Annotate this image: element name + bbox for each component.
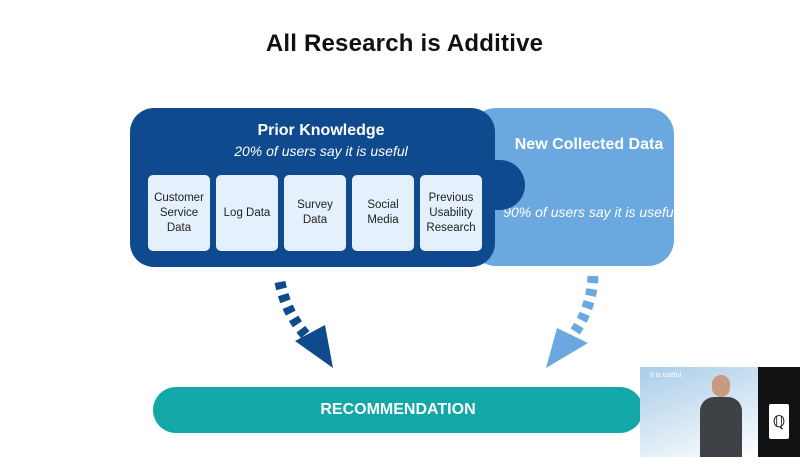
recommendation-label: RECOMMENDATION: [320, 401, 476, 418]
speaker-video-overlay: it is useful ℚ: [640, 367, 800, 457]
left-dashed-arrow: [274, 280, 333, 368]
new-collected-data-subtitle: 90% of users say it is useful: [503, 204, 677, 220]
source-customer-service-data: Customer Service Data: [148, 175, 210, 251]
recommendation-bar: RECOMMENDATION: [153, 387, 643, 433]
source-survey-data: Survey Data: [284, 175, 346, 251]
right-dashed-arrow: [546, 275, 599, 368]
slide-title: All Research is Additive: [265, 30, 544, 57]
prior-knowledge-subtitle: 20% of users say it is useful: [234, 143, 408, 159]
source-log-data: Log Data: [216, 175, 278, 251]
speaker-figure-body: [700, 397, 742, 457]
speaker-figure-head: [712, 375, 730, 397]
prior-knowledge-title: Prior Knowledge: [257, 122, 385, 139]
speaker-video-slide-text: it is useful: [650, 372, 682, 379]
source-previous-usability-research: Previous Usability Research: [420, 175, 482, 251]
new-collected-data-title: New Collected Data: [514, 136, 664, 153]
conference-logo-icon: ℚ: [769, 404, 789, 439]
source-social-media: Social Media: [352, 175, 414, 251]
